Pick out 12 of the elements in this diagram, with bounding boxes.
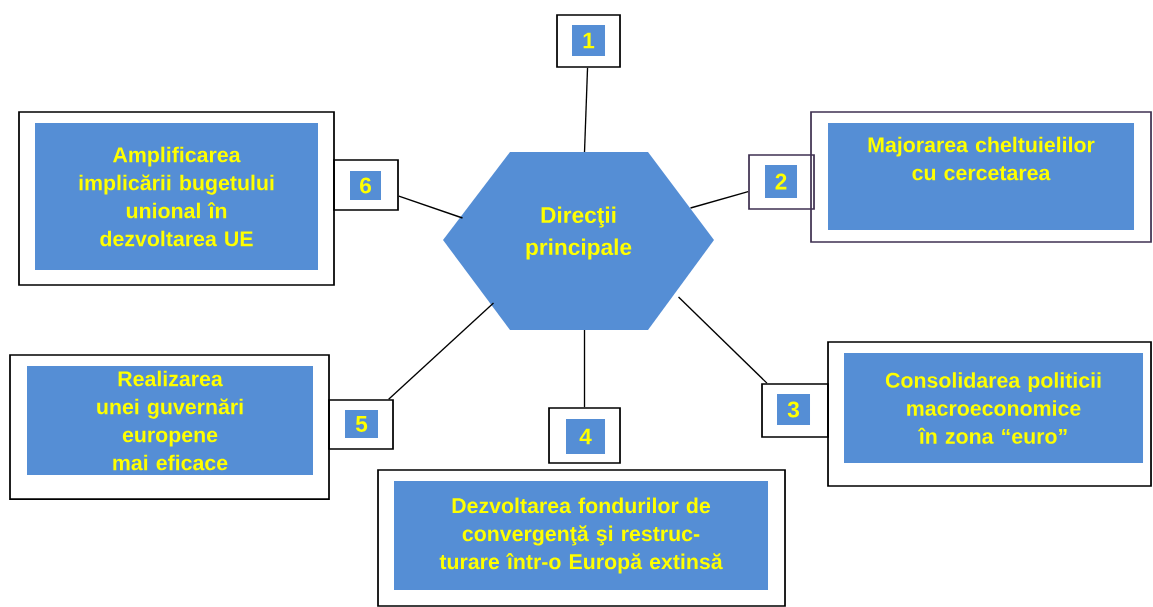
text-box: Majorarea cheltuielilor cu cercetarea [810, 111, 1152, 243]
text-box: Amplificarea implicării bugetului unional în dezvoltarea UE [18, 111, 335, 286]
text-box: Dezvoltarea fondurilor de convergenţă şi restruc-turare într-o Europă extinsă [377, 469, 786, 607]
number-box: 6 [333, 159, 399, 211]
number-box: 5 [328, 399, 394, 450]
text-box: Realizarea unei guvernări europene mai eficace [9, 354, 330, 500]
number-box: 4 [548, 407, 621, 464]
text-box: Consolidarea politicii macroeconomice în zona “euro” [827, 341, 1152, 487]
number-box: 1 [556, 14, 621, 68]
hexagon: Direcţii principale [443, 152, 714, 330]
number-box: 2 [748, 154, 815, 210]
number-box: 3 [761, 383, 829, 438]
